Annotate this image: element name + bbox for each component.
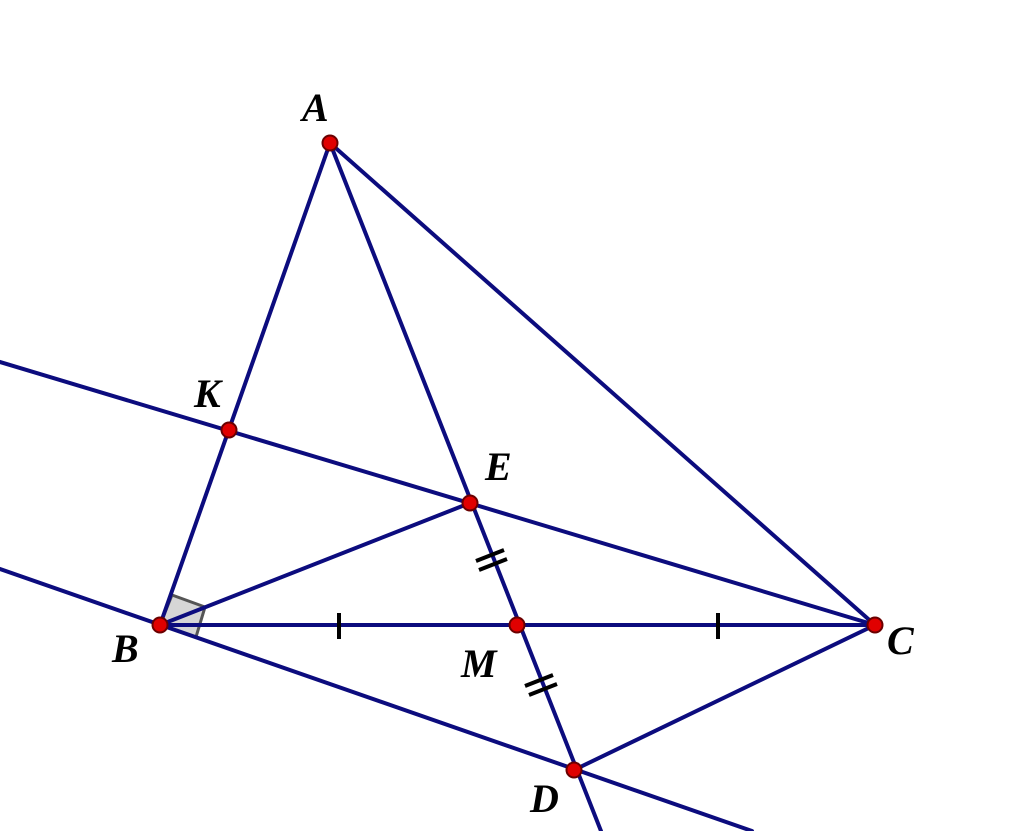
double-tick-em-1 xyxy=(475,548,505,563)
point-m xyxy=(508,616,526,634)
segment-ab xyxy=(158,141,332,627)
point-b xyxy=(151,616,169,634)
point-d xyxy=(565,761,583,779)
label-d: D xyxy=(529,776,559,821)
label-c: C xyxy=(887,618,915,663)
double-tick-md-2 xyxy=(528,682,558,697)
double-tick-md-1 xyxy=(524,673,554,688)
label-m: M xyxy=(460,641,498,686)
point-e xyxy=(461,494,479,512)
line-through-b-d xyxy=(0,566,754,831)
segment-ac xyxy=(328,141,877,627)
point-c xyxy=(866,616,884,634)
line-through-k-e-c xyxy=(0,359,877,627)
point-k xyxy=(220,421,238,439)
point-a xyxy=(321,134,339,152)
label-e: E xyxy=(484,444,512,489)
label-k: K xyxy=(193,371,223,416)
label-a: A xyxy=(299,85,329,130)
segment-cd xyxy=(572,623,877,772)
label-b: B xyxy=(111,626,139,671)
line-a-e-m-d xyxy=(328,141,603,831)
double-tick-em-2 xyxy=(478,557,508,572)
segment-be xyxy=(158,501,472,627)
